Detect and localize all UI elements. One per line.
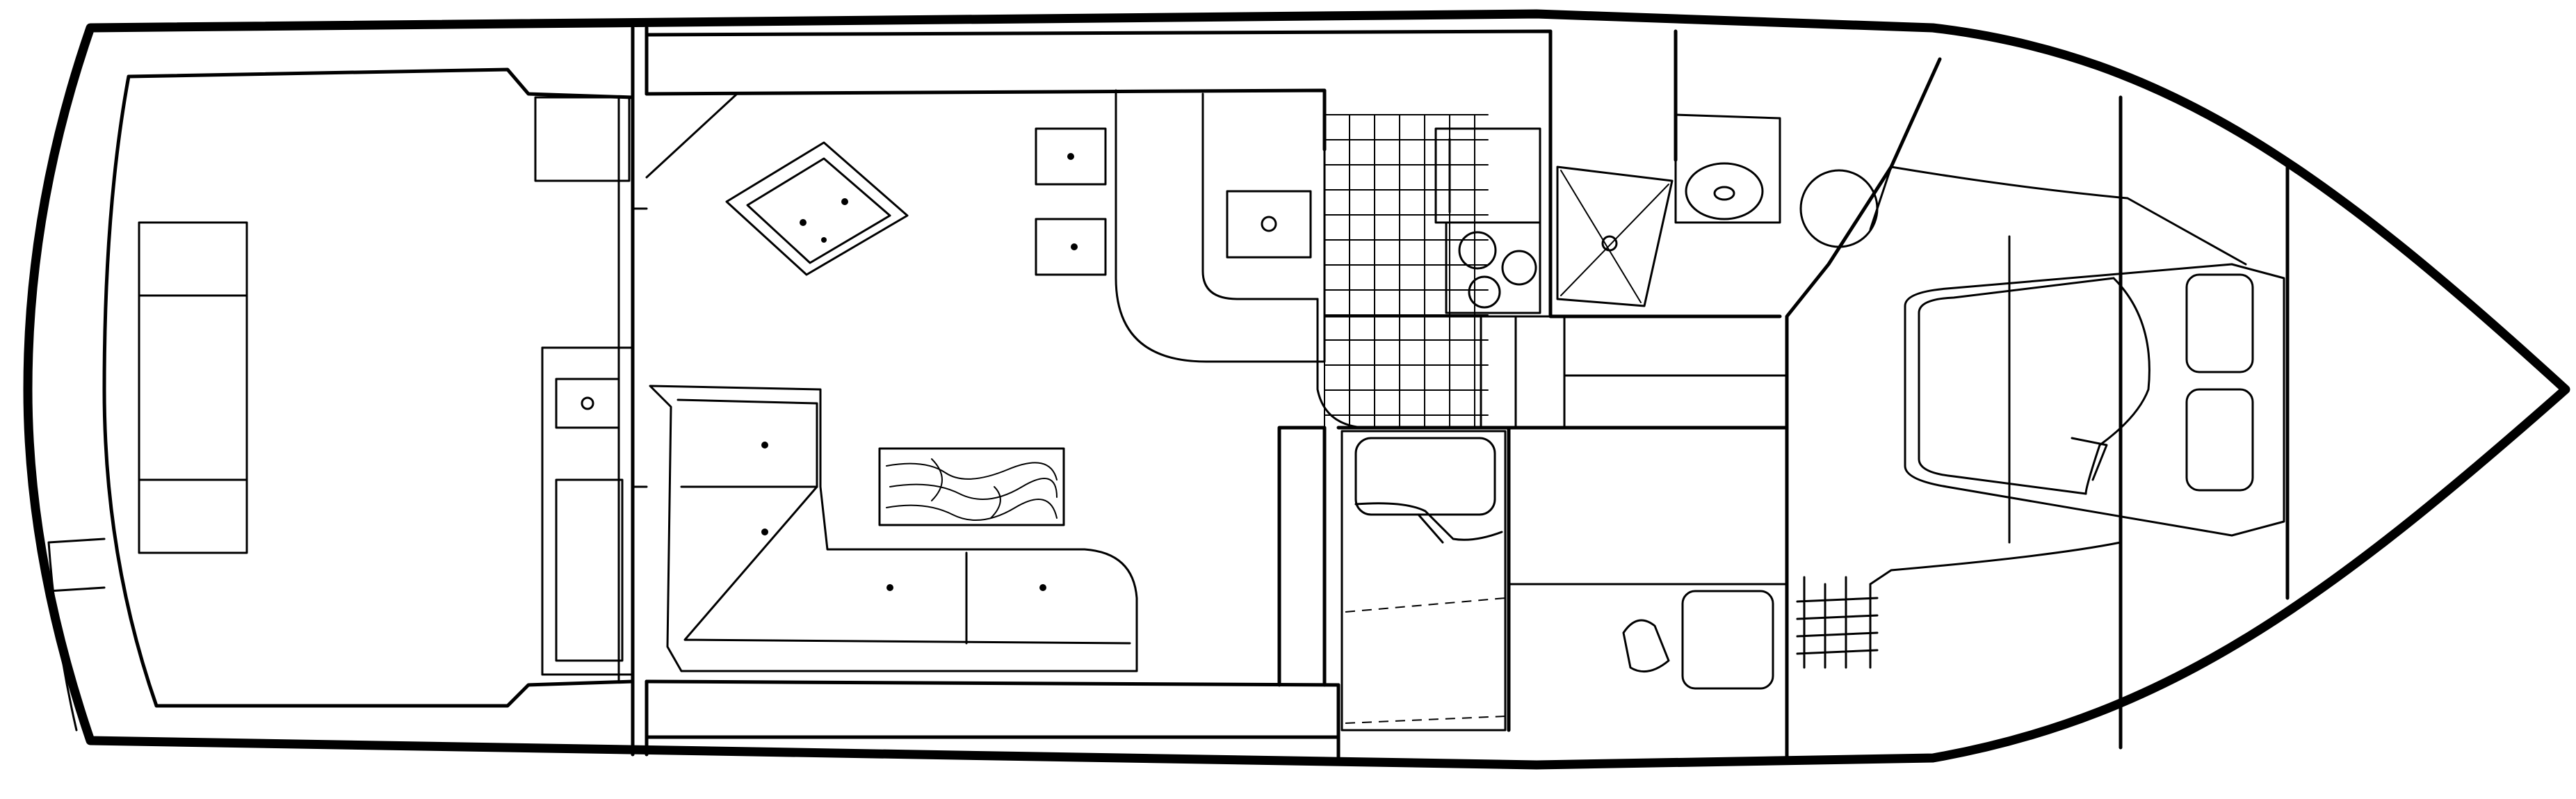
- head-compartment-walls: [1548, 29, 1782, 318]
- forward-locker-walls: [2119, 95, 2290, 750]
- settee-mark-3: [886, 584, 893, 591]
- salon-settee: [649, 385, 1138, 672]
- v-berth-pillow-1: [2185, 273, 2254, 373]
- salon-chair-2: [1035, 218, 1107, 276]
- salon-chair-1-mark: [1067, 153, 1074, 160]
- stateroom-locker-pillow: [1681, 590, 1774, 690]
- stove-burner-icon-1: [1458, 231, 1497, 270]
- stateroom-walls: [1336, 426, 1789, 760]
- cockpit-bench-seat: [138, 221, 248, 554]
- cockpit-coaming: [102, 67, 635, 708]
- stateroom-berth-dashed-2: [1345, 716, 1506, 724]
- galley-counter-inner: [1201, 92, 1319, 300]
- galley-counter: [1115, 89, 1326, 363]
- galley-sink: [1226, 190, 1312, 259]
- stairs-ladder: [1796, 576, 1879, 669]
- galley-stove-area: [1445, 221, 1541, 314]
- head-vanity: [1674, 113, 1781, 224]
- galley-sink-drain-icon: [1261, 216, 1277, 232]
- salon-dinette-table: [878, 447, 1065, 526]
- salon-chair-2-mark: [1071, 243, 1078, 250]
- v-berth-mattress-edge: [1918, 277, 2115, 495]
- settee-mark-4: [1039, 584, 1046, 591]
- cockpit-hatch-top: [534, 96, 631, 182]
- salon-settee-inner: [677, 398, 1131, 645]
- salon-coffee-table: [725, 141, 909, 276]
- stateroom-berth: [1340, 430, 1507, 732]
- cockpit-sink-drain-icon: [581, 396, 594, 410]
- stateroom-upper-cabinet: [1480, 315, 1566, 429]
- stateroom-blanket-fold: [1354, 502, 1503, 544]
- settee-mark-2: [761, 528, 768, 535]
- shower-diagonal-1: [1560, 170, 1642, 303]
- settee-mark-1: [761, 442, 768, 449]
- cockpit-sink-basin: [555, 378, 620, 429]
- stateroom-berth-dashed-1: [1345, 597, 1506, 613]
- forward-hull-liner: [1869, 235, 2122, 586]
- galley-floor-curve: [1316, 298, 1489, 429]
- cockpit-step: [47, 538, 106, 732]
- v-berth-sheet-fold: [2071, 277, 2150, 495]
- v-berth-pillow-2: [2185, 388, 2254, 492]
- v-berth-bed: [1904, 263, 2285, 537]
- galley-fridge: [1434, 127, 1541, 224]
- hull-outline: [23, 9, 2570, 770]
- shower-stall: [1556, 166, 1674, 307]
- salon-top-gunwale: [645, 29, 1553, 141]
- cockpit-storage-locker: [555, 478, 624, 662]
- forward-shelf: [1869, 166, 2247, 266]
- stove-burner-icon-3: [1468, 275, 1501, 309]
- galley-tile-floor: [1324, 114, 1489, 428]
- salon-corner-cabinet-diagonal: [645, 92, 738, 179]
- forward-bulkhead-angled: [1785, 57, 1942, 760]
- stateroom-locker-fold: [1622, 619, 1670, 673]
- head-sink-drain-icon: [1713, 186, 1735, 201]
- aft-bulkhead: [631, 26, 649, 757]
- salon-outer-wall: [645, 88, 1340, 757]
- head-sink-basin: [1685, 162, 1764, 220]
- shower-drain-icon: [1601, 235, 1618, 252]
- salon-mid-wall: [1277, 426, 1327, 687]
- salon-chair-1: [1035, 127, 1107, 186]
- stove-burner-icon-2: [1501, 250, 1537, 286]
- stateroom-pillow: [1354, 437, 1496, 516]
